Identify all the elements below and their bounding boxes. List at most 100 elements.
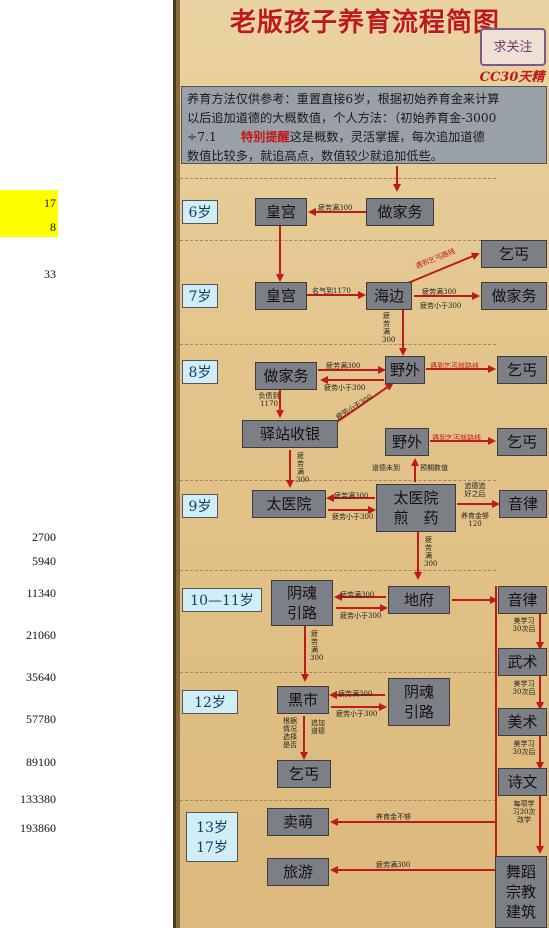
cell-value: 8 [50, 220, 56, 234]
node-beggar-7: 乞丐 [481, 240, 547, 268]
node-seaside-7: 海边 [366, 282, 412, 310]
edge-label: 疲劳满300 [424, 536, 438, 568]
cell-value: 2700 [32, 530, 56, 544]
edge-label: 疲劳满300 [326, 362, 361, 370]
edge-label: 每项学习30次改学 [512, 800, 536, 824]
poster-title: 老版孩子养育流程简图 [229, 8, 500, 38]
cell-value: 21060 [26, 628, 56, 642]
row-separator [180, 240, 496, 241]
node-martial: 武术 [498, 648, 547, 676]
edge-label: 根据情况选择是否 [283, 717, 297, 749]
node-text: 煎 药 [393, 509, 439, 527]
node-text: 舞蹈 [505, 863, 536, 881]
node-text: 阴魂 [403, 683, 434, 701]
node-yinhun-2: 阴魂 引路 [388, 678, 450, 726]
node-music-10: 音律 [498, 586, 547, 614]
edge-label: 疲劳满300 [422, 288, 457, 296]
edge-label: 遇到乞丐就路线 [430, 362, 479, 370]
edge-label: 美学习30次后 [512, 617, 536, 633]
edge-label: 追德追好之后 [464, 482, 486, 498]
node-yinhun-1: 阴魂 引路 [271, 580, 333, 626]
stamp-text: 求关注 [493, 40, 533, 55]
age-label: 8岁 [182, 360, 218, 384]
edge-label: 预期数值 [420, 464, 448, 472]
node-wild-8: 野外 [385, 356, 425, 384]
edge-label: 追加道德 [311, 719, 325, 735]
node-housework-8: 做家务 [255, 362, 317, 390]
edge-label: 疲劳满300 [382, 312, 396, 344]
age-label: 12岁 [182, 690, 238, 714]
intro-text: 这是概数，灵活掌握，每次追加道德 [289, 130, 485, 144]
row-separator [180, 570, 496, 571]
node-poetry: 诗文 [498, 768, 547, 796]
age-label-text: 17岁 [196, 840, 228, 856]
arrow [407, 252, 480, 284]
node-dance-religion-architecture: 舞蹈 宗教 建筑 [495, 856, 547, 928]
node-wild-8b: 野外 [385, 428, 429, 456]
node-text: 宗教 [505, 883, 536, 901]
edge-label: 疲劳小于300 [420, 302, 462, 310]
cell-value: 57780 [26, 712, 56, 726]
intro-formula: ÷7.1 [187, 130, 217, 144]
edge-label: 负债到1170 [258, 392, 280, 408]
cell-value: 89100 [26, 755, 56, 769]
node-palace-6: 皇宫 [255, 198, 307, 226]
row-separator [180, 178, 496, 179]
intro-line: 数值比较多，就追高点，数值较少就追加低些。 [187, 149, 443, 163]
node-station: 驿站收银 [242, 420, 338, 448]
node-housework-6: 做家务 [366, 198, 434, 226]
poster-edge [176, 0, 180, 928]
edge-label: 美学习30次后 [512, 680, 536, 696]
cell-value: 33 [44, 267, 56, 281]
age-label: 6岁 [182, 200, 218, 224]
edge-label: 遇到乞丐就路线 [432, 434, 481, 442]
age-label: 10—11岁 [182, 588, 262, 612]
age-label: 9岁 [182, 494, 218, 518]
edge-label: 疲劳小于300 [332, 513, 374, 521]
edge-label: 疲劳满300 [318, 204, 353, 212]
node-text: 引路 [286, 604, 317, 622]
row-separator [180, 800, 496, 801]
node-text: 太医院 [393, 489, 439, 507]
badge: CC30天精 [479, 70, 545, 85]
route-rail [495, 586, 549, 928]
intro-line: 以后追加道德的大概数值，个人方法：（初始养育金-3000 [187, 111, 497, 125]
age-label-text: 13岁 [196, 820, 228, 836]
intro-line: 养育方法仅供参考：重置直接6岁，根据初始养育金来计算 [187, 92, 500, 106]
edge-label: 疲劳小于300 [336, 710, 378, 718]
stamp [480, 28, 546, 66]
intro-line: ÷7.1 特别提醒这是概数，灵活掌握，每次追加道德 [187, 128, 541, 147]
cell-value: 11340 [26, 586, 56, 600]
edge-label: 美学习30次后 [512, 740, 536, 756]
age-label: 13岁 17岁 [186, 812, 238, 862]
edge-label: 疲劳满300 [310, 630, 324, 662]
cell-value: 193860 [20, 821, 56, 835]
cell-value: 35640 [26, 670, 56, 684]
cell-value: 133380 [20, 792, 56, 806]
row-separator [180, 672, 496, 673]
node-housework-7: 做家务 [481, 282, 547, 310]
edge-label: 疲劳满300 [376, 861, 411, 869]
node-text: 阴魂 [286, 584, 317, 602]
edge-label: 名气到1170 [312, 287, 351, 295]
age-label: 7岁 [182, 284, 218, 308]
divider [173, 0, 176, 928]
node-sell-cute: 卖萌 [267, 808, 329, 836]
node-beggar-12: 乞丐 [277, 760, 331, 788]
arrow [327, 382, 394, 429]
node-hospital-9: 太医院 [252, 490, 326, 518]
node-palace-7: 皇宫 [255, 282, 307, 310]
intro-highlight: 特别提醒 [240, 130, 290, 144]
node-text: 建筑 [505, 903, 536, 921]
cell-value: 5940 [32, 554, 56, 568]
node-music-9: 音律 [499, 490, 547, 518]
edge-label: 养育金不够 [376, 813, 411, 821]
node-text: 引路 [403, 703, 434, 721]
edge-label: 疲劳满300 [296, 452, 310, 484]
edge-label: 疲劳小于300 [340, 612, 382, 620]
node-hospital-medicine: 太医院 煎 药 [376, 484, 456, 532]
node-beggar-8: 乞丐 [497, 356, 547, 384]
edge-label: 疲劳满300 [340, 591, 375, 599]
cell-value: 17 [44, 196, 56, 210]
